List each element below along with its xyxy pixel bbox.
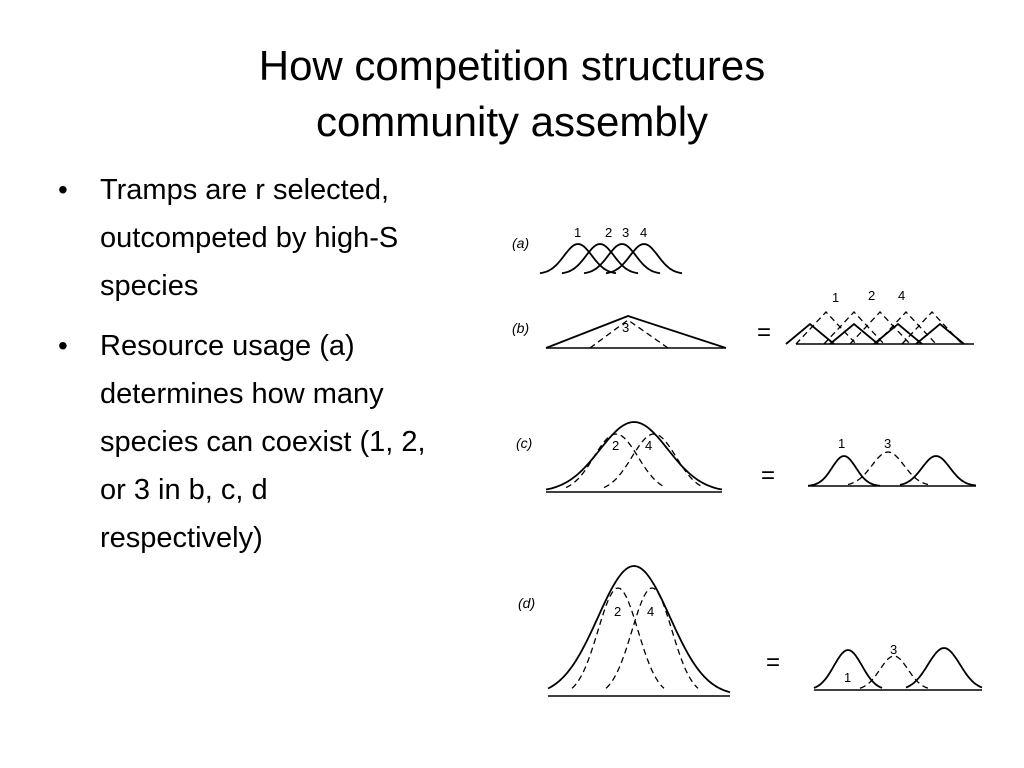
bullet-icon: • [58,174,68,205]
panel-a-curves [539,243,683,275]
bullet-line: or 3 in b, c, d [100,474,268,506]
species-curve [571,587,665,689]
bullet-line: Tramps are r selected, [100,174,390,206]
bullet-line: species [100,270,199,302]
species-curve [605,587,699,689]
species-label: 1 [844,670,851,685]
inner-species-label: 2 [612,438,619,453]
resource-curve [785,322,835,345]
resource-curve [539,243,617,275]
resource-curve [829,322,879,345]
title-line-2: community assembly [315,98,709,145]
species-label: 2 [605,225,612,240]
species-label: 3 [890,642,897,657]
panel-b-right-curves [785,311,974,345]
resource-curve [583,243,661,275]
species-curve [589,319,669,349]
species-curve [603,433,705,489]
resource-curve [915,322,965,345]
equals-sign: = [766,649,780,676]
panel-d: (d) 2 4 = 1 3 [518,565,983,697]
bullet-line: respectively) [100,522,263,554]
title-line-1: How competition structures [258,42,766,89]
species-label: 4 [640,225,647,240]
species-label: 1 [838,436,845,451]
species-label: 1 [574,225,581,240]
species-label: 1 [832,290,839,305]
bullet-line: Resource usage (a) [100,330,355,362]
species-curve [565,433,667,489]
bullet-item-resource-usage: • Resource usage (a) determines how many… [58,322,508,562]
inner-species-label: 2 [614,604,621,619]
panel-b-curves [545,315,727,349]
species-curve [823,311,885,345]
species-label: 2 [868,288,875,303]
bullet-line: outcompeted by high-S [100,222,399,254]
bullet-item-tramps: • Tramps are r selected, outcompeted by … [58,166,508,310]
inner-species-label: 3 [622,320,629,335]
slide-title: How competition structures community ass… [0,38,1024,150]
species-curve [795,311,857,345]
bullet-icon: • [58,330,68,361]
inner-species-label: 4 [647,604,654,619]
resource-curve [561,243,639,275]
equals-sign: = [757,319,771,346]
species-curve [859,655,929,689]
species-curve [847,451,929,486]
bullet-line: species can coexist (1, 2, [100,426,426,458]
species-curve [849,311,911,345]
bullet-line: determines how many [100,378,384,410]
resource-curve [813,649,883,689]
resource-curve [899,455,977,487]
panel-c: (c) 2 4 = 1 3 [516,421,977,493]
panel-a-label: (a) [512,235,529,251]
panel-d-label: (d) [518,595,535,611]
panel-c-label: (c) [516,435,532,451]
figure-svg: (a) 1 2 3 4 (b) 3 = 1 2 4 (c) 2 4 = 1 [512,225,983,697]
panel-d-right-curves [813,647,983,691]
panel-b-label: (b) [512,320,529,336]
resource-curve [905,647,983,689]
panel-c-curves [545,421,723,493]
species-label: 4 [898,288,905,303]
resource-curve [605,243,683,275]
panel-a: (a) 1 2 3 4 [512,225,683,275]
panel-b: (b) 3 = 1 2 4 [512,288,974,349]
bullet-list: • Tramps are r selected, outcompeted by … [58,166,508,574]
inner-species-label: 4 [645,438,652,453]
panel-c-right-curves [807,451,977,487]
species-label: 3 [622,225,629,240]
resource-curve [545,315,727,349]
resource-overlap-figure: (a) 1 2 3 4 (b) 3 = 1 2 4 (c) 2 4 = 1 [508,208,988,718]
resource-curve [547,565,731,694]
resource-curve [807,455,881,487]
resource-curve [873,322,923,345]
resource-curve [545,421,723,491]
equals-sign: = [761,462,775,489]
species-label: 3 [884,436,891,451]
panel-d-curves [547,565,731,697]
